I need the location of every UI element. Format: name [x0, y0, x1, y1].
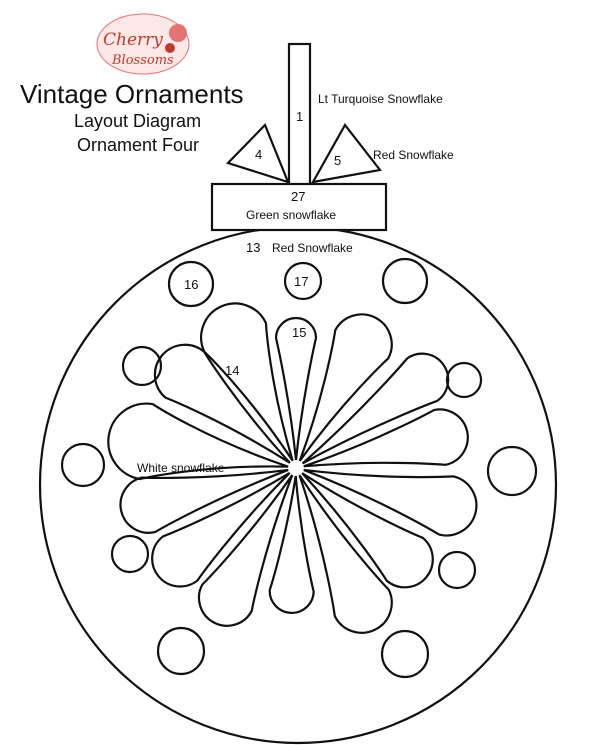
small-circle	[110, 534, 150, 574]
piece-15-number: 15	[292, 325, 306, 340]
bow-triangle-piece-5	[310, 123, 382, 184]
piece-17-number: 17	[294, 274, 308, 289]
piece-27-number: 27	[291, 189, 305, 204]
snowflake-petal	[119, 468, 289, 534]
piece-1-number: 1	[296, 109, 303, 124]
snowflake-petal	[274, 316, 318, 461]
white-snowflake-label: White snowflake	[137, 461, 225, 475]
bow-triangle-piece-4	[225, 123, 290, 184]
small-circle	[156, 626, 206, 676]
green-snowflake-label: Green snowflake	[246, 208, 336, 222]
small-circle	[380, 629, 430, 679]
snowflake-petal	[298, 313, 393, 462]
piece-16-number: 16	[184, 277, 198, 292]
snowflake-petal	[200, 302, 294, 462]
page-title: Vintage Ornaments	[20, 79, 244, 109]
piece-13-number: 13	[246, 240, 260, 255]
diagram-subtitle: Layout Diagram	[74, 111, 201, 131]
piece-4-number: 4	[255, 147, 262, 162]
snowflake-petal	[298, 474, 393, 634]
red-snowflake-label-center: Red Snowflake	[272, 241, 353, 255]
snowflake-petal	[268, 475, 315, 615]
snowflake-petal	[153, 343, 291, 464]
snowflake-petal	[107, 402, 289, 481]
logo-text-line2: Blossoms	[111, 53, 174, 68]
small-circle	[60, 442, 106, 488]
lt-turquoise-snowflake-label: Lt Turquoise Snowflake	[318, 92, 443, 106]
ornament-cap-piece-27	[210, 182, 388, 232]
snowflake-petal	[303, 408, 469, 468]
small-circle	[437, 550, 477, 590]
small-circle	[486, 445, 538, 497]
snowflake-petal	[197, 474, 294, 627]
small-circle	[445, 361, 483, 399]
piece-5-number: 5	[334, 153, 341, 168]
small-circle	[121, 345, 163, 387]
snowflake-petal	[151, 471, 291, 588]
small-circle	[381, 257, 429, 305]
snowflake-petal	[301, 472, 434, 589]
red-snowflake-label-right: Red Snowflake	[373, 148, 454, 162]
logo-text-line1: Cherry	[103, 30, 163, 50]
white-snowflake-petals	[107, 302, 478, 634]
small-circle-piece-16	[167, 260, 215, 308]
piece-14-number: 14	[225, 363, 239, 378]
snowflake-petal	[301, 352, 450, 465]
cherry-blossoms-logo: Cherry Blossoms	[96, 13, 190, 75]
ornament-subtitle: Ornament Four	[77, 135, 199, 155]
ornament-ball	[38, 225, 558, 745]
small-circle-piece-17	[283, 261, 323, 301]
snowflake-petal	[303, 468, 478, 537]
